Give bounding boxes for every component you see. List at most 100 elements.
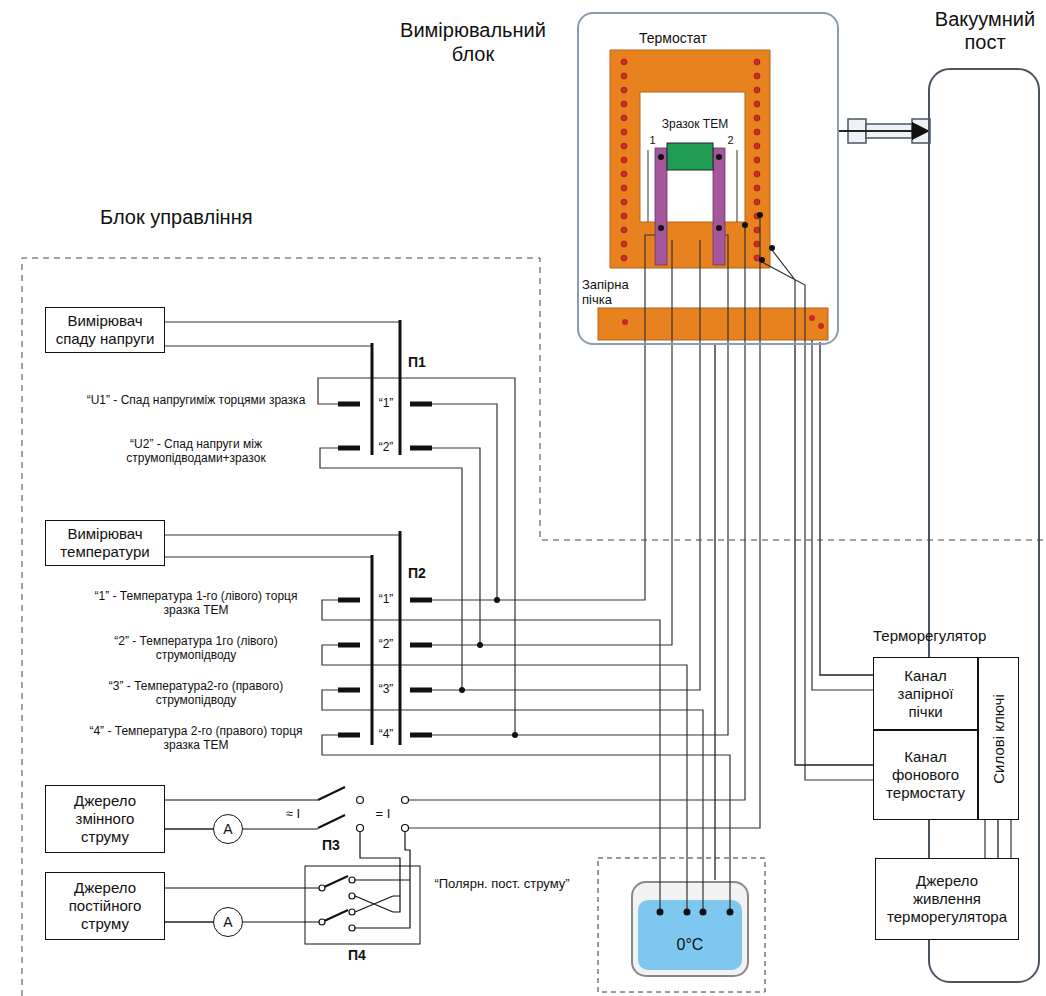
switch-contacts (338, 600, 432, 735)
junction-dots (769, 245, 775, 251)
switch-name: П2 (408, 565, 434, 582)
current-switches (357, 825, 364, 832)
box-label: Вимірювач спаду напруги (51, 312, 159, 348)
heater-coil-turn (754, 115, 760, 121)
heater-coil-turn (754, 171, 760, 177)
thermocouple-junction (658, 154, 664, 160)
guard-heater (598, 308, 828, 340)
junction-dots (459, 687, 465, 693)
position-label: ≈ I (274, 806, 312, 822)
position-label: “1” (375, 396, 397, 410)
measure-wires (322, 600, 730, 912)
current-lead (713, 148, 725, 265)
heater-coil-turn (621, 227, 627, 233)
heater-coil-turn (754, 59, 760, 65)
heater-coil-turn (621, 157, 627, 163)
thermocouple-junction (658, 225, 664, 231)
thermostat-frame (610, 50, 770, 268)
signal-label: Вимірювальний блок (388, 18, 558, 66)
heater-coil-turn (754, 185, 760, 191)
heater-coil-turn (621, 171, 627, 177)
position-label: “2” (375, 637, 397, 651)
current-switches (319, 885, 325, 891)
ice-bath (598, 858, 765, 992)
connector-wire (997, 820, 998, 858)
ammeter-symbol: A (213, 907, 243, 937)
position-label: 2 (725, 134, 736, 147)
current-switches (349, 893, 355, 899)
junction-dots (459, 212, 775, 916)
junction-dots (477, 642, 483, 648)
heater-coil-turn (621, 255, 627, 261)
ice-bath (638, 900, 742, 970)
measure-wires (318, 378, 515, 735)
guard-heater: Запірна пічка (580, 278, 832, 342)
tem-sample: Зразок ТЕМ (650, 118, 740, 172)
region-outline (22, 258, 1046, 996)
box-label: Канал запірної пічки (879, 667, 972, 721)
power-switches-box: Силові ключі (978, 657, 1019, 820)
position-label: “4” (375, 727, 397, 741)
box-label: Джерело змінного струму (51, 792, 159, 846)
heater-coil (621, 59, 760, 261)
switch-name: П3 (322, 837, 350, 854)
current-switches (319, 797, 409, 932)
guard-heater (598, 308, 828, 340)
connector-wire (714, 345, 715, 880)
box-label: A (223, 914, 232, 931)
thermocouple-junction (716, 225, 722, 231)
heater-coil-turn (621, 199, 627, 205)
box-label: Силові ключі (990, 694, 1008, 784)
heading-text: Запірна пічка (582, 278, 640, 308)
heading-text: Термостат (639, 30, 749, 46)
heading-text: 0°C (632, 936, 748, 954)
current-switches (305, 866, 420, 944)
thermostat-channel-box: Канал фонового термостату (873, 730, 978, 820)
guard-heater (818, 323, 824, 329)
heater-coil-turn (621, 59, 627, 65)
switch-bars (372, 320, 400, 745)
measure-wires (165, 215, 1011, 912)
junction-dots (684, 909, 691, 916)
heater-coil-turn (754, 199, 760, 205)
switch-bars (372, 320, 400, 745)
junction-dots (742, 222, 748, 228)
measure-wires (645, 235, 728, 268)
connector-wire (165, 828, 213, 829)
connector-wire (165, 921, 213, 922)
tem-sample (667, 143, 713, 170)
connector-wire (839, 130, 928, 132)
current-lead (655, 148, 667, 265)
position-label: = I (368, 806, 398, 822)
junction-dots (727, 909, 734, 916)
measure-wires (762, 250, 873, 780)
junction-dots (700, 909, 707, 916)
junction-dots (494, 597, 500, 603)
voltage-meter-box: Вимірювач спаду напруги (45, 307, 165, 353)
ice-bath: 0°C (632, 880, 748, 976)
thermoregulator-group: Канал запірної пічкиКанал фонового термо… (873, 657, 1019, 820)
heater-coil-turn (621, 101, 627, 107)
current-switches (349, 909, 355, 915)
junction-dots (759, 257, 765, 263)
heater-coil-turn (621, 185, 627, 191)
connector-wire (820, 342, 873, 675)
current-switches (322, 876, 348, 922)
junction-dots (657, 909, 664, 916)
box-label: Канал фонового термостату (879, 748, 972, 802)
current-switches (355, 880, 393, 928)
signal-label: “2” - Температура 1го (лівого) струмопід… (78, 634, 314, 663)
heater-coil-turn (754, 101, 760, 107)
heater-coil-turn (621, 73, 627, 79)
current-switches (402, 797, 409, 804)
guard-heater (622, 319, 628, 325)
current-switches (349, 877, 355, 883)
heater-coil-turn (621, 213, 627, 219)
signal-label: “4” - Температура 2-го (правого) торця з… (78, 724, 314, 753)
position-label: “2” (375, 440, 397, 454)
position-label: “3” (375, 682, 397, 696)
signal-label: “3” - Температура2-го (правого) струмопі… (78, 679, 314, 708)
measure-wires (408, 215, 760, 828)
heater-coil-turn (621, 115, 627, 121)
